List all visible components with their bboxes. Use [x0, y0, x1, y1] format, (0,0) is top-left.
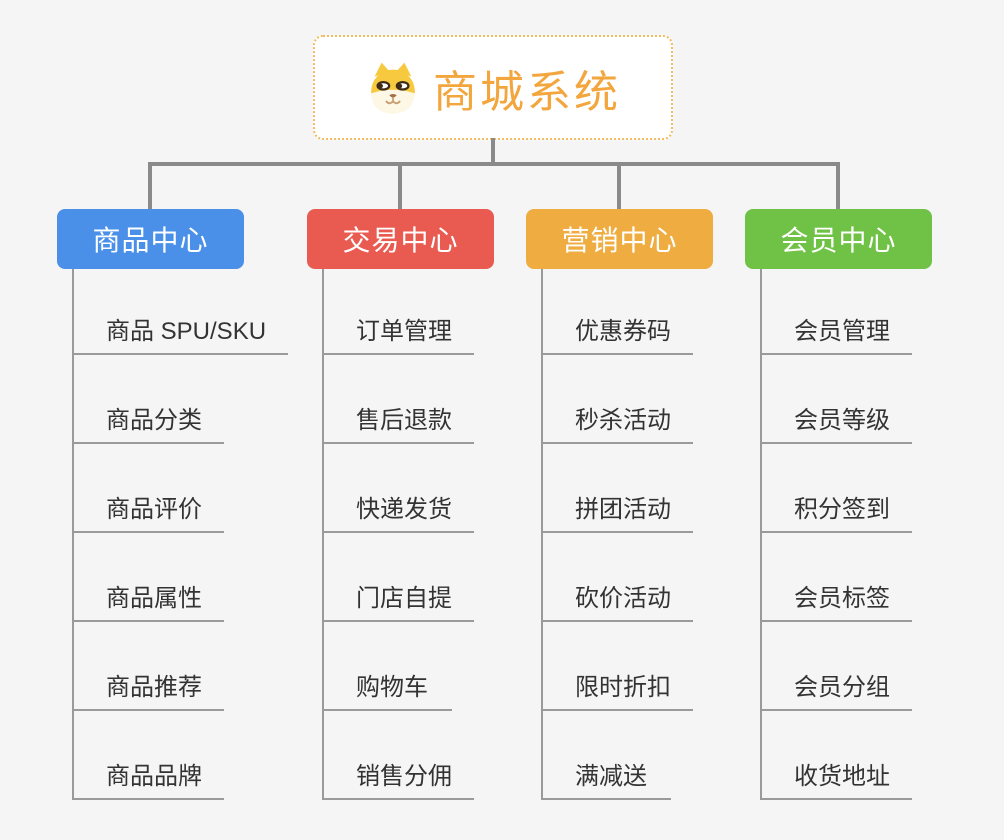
item-node[interactable]: 商品 SPU/SKU: [74, 269, 289, 355]
drop-connector-marketing: [617, 162, 621, 210]
branch-column-marketing: 优惠券码 秒杀活动 拼团活动 砍价活动 限时折扣 满减送: [541, 269, 693, 800]
item-node[interactable]: 商品推荐: [74, 622, 224, 711]
drop-connector-members: [836, 162, 840, 210]
item-node[interactable]: 商品品牌: [74, 711, 224, 800]
root-node[interactable]: 商城系统: [313, 35, 673, 140]
item-node[interactable]: 收货地址: [762, 711, 912, 800]
category-node-marketing[interactable]: 营销中心: [526, 209, 713, 269]
item-node[interactable]: 优惠券码: [543, 269, 693, 355]
category-node-trade[interactable]: 交易中心: [307, 209, 494, 269]
root-node-label: 商城系统: [433, 67, 621, 117]
item-node[interactable]: 销售分佣: [324, 711, 474, 800]
branch-column-products: 商品 SPU/SKU 商品分类 商品评价 商品属性 商品推荐 商品品牌: [72, 269, 289, 800]
category-node-products[interactable]: 商品中心: [57, 209, 244, 269]
item-node[interactable]: 商品分类: [74, 355, 224, 444]
item-node[interactable]: 购物车: [324, 622, 452, 711]
shiba-dog-icon: [365, 60, 421, 116]
item-node[interactable]: 满减送: [543, 711, 671, 800]
root-stem-connector: [491, 138, 495, 164]
item-node[interactable]: 秒杀活动: [543, 355, 693, 444]
item-node[interactable]: 砍价活动: [543, 533, 693, 622]
item-node[interactable]: 会员分组: [762, 622, 912, 711]
item-node[interactable]: 商品评价: [74, 444, 224, 533]
item-node[interactable]: 门店自提: [324, 533, 474, 622]
bus-connector: [148, 162, 840, 166]
item-node[interactable]: 限时折扣: [543, 622, 693, 711]
drop-connector-products: [148, 162, 152, 210]
item-node[interactable]: 积分签到: [762, 444, 912, 533]
drop-connector-trade: [398, 162, 402, 210]
item-node[interactable]: 会员管理: [762, 269, 912, 355]
item-node[interactable]: 商品属性: [74, 533, 224, 622]
item-node[interactable]: 会员标签: [762, 533, 912, 622]
item-node[interactable]: 快递发货: [324, 444, 474, 533]
category-node-members[interactable]: 会员中心: [745, 209, 932, 269]
item-node[interactable]: 拼团活动: [543, 444, 693, 533]
branch-column-trade: 订单管理 售后退款 快递发货 门店自提 购物车 销售分佣: [322, 269, 474, 800]
item-node[interactable]: 订单管理: [324, 269, 474, 355]
branch-column-members: 会员管理 会员等级 积分签到 会员标签 会员分组 收货地址: [760, 269, 912, 800]
item-node[interactable]: 会员等级: [762, 355, 912, 444]
item-node[interactable]: 售后退款: [324, 355, 474, 444]
